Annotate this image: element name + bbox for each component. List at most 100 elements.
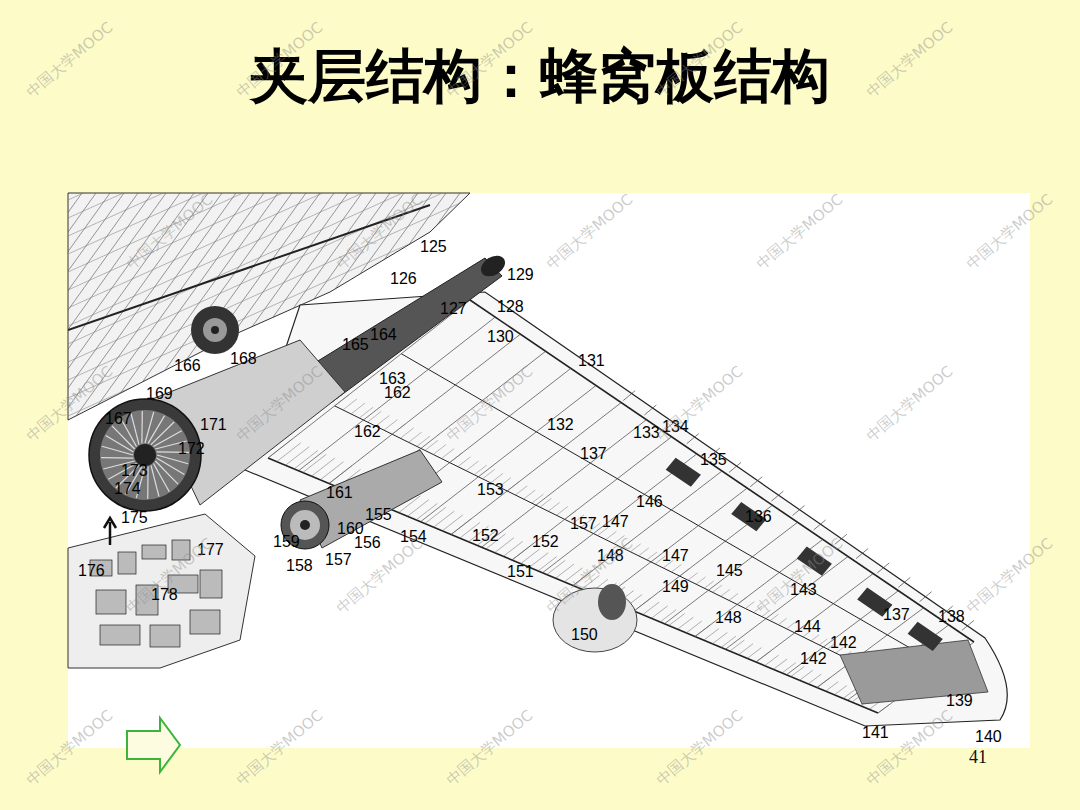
- spar-web-stiffener: [451, 519, 471, 535]
- trailing-edge-tick: [856, 549, 868, 559]
- spar-web-stiffener: [538, 557, 557, 571]
- spar-web-stiffener: [800, 670, 813, 680]
- callout-number: 138: [938, 608, 965, 626]
- trailing-edge-tick: [623, 391, 635, 401]
- callout-number: 176: [78, 562, 105, 580]
- callout-number: 159: [273, 533, 300, 551]
- spar-web-stiffener: [747, 648, 761, 659]
- callout-number: 144: [794, 618, 821, 636]
- wing-rib: [512, 437, 672, 560]
- flap-honeycomb-panel: [908, 622, 943, 651]
- spar-web-stiffener: [442, 515, 463, 531]
- callout-number: 169: [146, 385, 173, 403]
- spar-web-stiffener: [294, 450, 318, 469]
- spar-web-stiffener: [466, 461, 478, 471]
- callout-number: 158: [286, 557, 313, 575]
- callout-number: 130: [487, 328, 514, 346]
- callout-number: 151: [507, 563, 534, 581]
- spar-web-stiffener: [669, 613, 685, 625]
- spar-web-stiffener: [695, 625, 710, 637]
- spar-web-stiffener: [834, 686, 846, 695]
- spar-web-stiffener: [721, 636, 736, 647]
- watermark: 中国大学MOOC: [24, 20, 116, 100]
- spar-web-stiffener: [343, 399, 357, 410]
- nacelle-cap: [477, 251, 509, 280]
- spar-web-stiffener: [407, 500, 428, 517]
- spar-web-stiffener: [277, 443, 301, 462]
- callout-number: 150: [571, 626, 598, 644]
- spar-web-stiffener: [704, 581, 713, 588]
- spar-web-stiffener: [729, 594, 738, 601]
- fan-blade: [102, 446, 133, 455]
- callout-number: 131: [578, 352, 605, 370]
- wing-rib: [482, 420, 647, 548]
- equipment-tray: [68, 514, 255, 668]
- spar-web-stiffener: [433, 444, 446, 454]
- callout-number: 137: [883, 606, 910, 624]
- spar-web-stiffener: [791, 667, 804, 677]
- fan-blade: [153, 463, 169, 491]
- spar-web-stiffener: [416, 504, 437, 520]
- callout-number: 136: [745, 508, 772, 526]
- callout-number: 149: [662, 578, 689, 596]
- spar-web-stiffener: [441, 449, 454, 459]
- flap-honeycomb-panel: [666, 458, 701, 487]
- equipment-box: [100, 625, 140, 645]
- spar-web-stiffener: [425, 440, 438, 450]
- spar-web-stiffener: [678, 617, 694, 629]
- spar-web-stiffener: [712, 632, 727, 643]
- spar-web-stiffener: [680, 569, 690, 576]
- spar-web-stiffener: [643, 602, 659, 615]
- callout-number: 135: [700, 451, 727, 469]
- spar-web-stiffener: [730, 640, 745, 651]
- callout-number: 165: [342, 336, 369, 354]
- callout-number: 157: [570, 515, 597, 533]
- trailing-edge-tick: [920, 592, 932, 602]
- spar-web-stiffener: [704, 629, 719, 641]
- picture-panel: [68, 193, 1030, 748]
- spar-web-stiffener: [434, 511, 455, 527]
- spar-web-stiffener: [359, 407, 373, 418]
- spar-web-stiffener: [739, 644, 753, 655]
- spar-web-stiffener: [817, 678, 830, 688]
- callout-number: 166: [174, 357, 201, 375]
- wheel-hub: [211, 326, 219, 334]
- callout-number: 145: [716, 562, 743, 580]
- spar-web-stiffener: [745, 602, 754, 609]
- spar-web-stiffener: [425, 507, 446, 523]
- spar-web-stiffener: [312, 458, 335, 476]
- spar-web-stiffener: [878, 704, 890, 713]
- wing-rib: [726, 557, 849, 650]
- callout-number: 153: [477, 481, 504, 499]
- callout-number: 127: [440, 300, 467, 318]
- trailing-edge-tick: [793, 506, 805, 516]
- spar-web-stiffener: [400, 428, 413, 438]
- removal-arrow: [104, 518, 116, 545]
- callout-number: 175: [121, 509, 148, 527]
- callout-number: 173: [121, 462, 148, 480]
- wing-rib: [421, 386, 597, 522]
- spar-web-stiffener: [713, 585, 722, 592]
- spar-web-stiffener: [285, 447, 309, 466]
- equipment-box: [96, 590, 126, 614]
- landing-wheel: [191, 306, 239, 354]
- spar-web-stiffener: [721, 589, 730, 596]
- fan-blade: [101, 457, 133, 459]
- spar-web-stiffener: [548, 502, 559, 511]
- equipment-box: [118, 552, 136, 574]
- spar-web-stiffener: [819, 639, 827, 645]
- fuselage-stringer: [68, 95, 500, 290]
- equipment-box: [150, 625, 180, 647]
- equipment-box: [190, 610, 220, 634]
- callout-number: 160: [337, 520, 364, 538]
- page-number: 41: [969, 748, 987, 766]
- spar-web-stiffener: [773, 659, 787, 669]
- nacelle-ring: [598, 584, 626, 620]
- fan-blade: [153, 431, 181, 447]
- spar-web-stiffener: [688, 573, 698, 580]
- spar-web-stiffener: [686, 621, 702, 633]
- spar-web-stiffener: [843, 689, 855, 698]
- trailing-edge-tick: [729, 462, 741, 472]
- spar-web-stiffener: [647, 552, 657, 560]
- callout-number: 147: [662, 547, 689, 565]
